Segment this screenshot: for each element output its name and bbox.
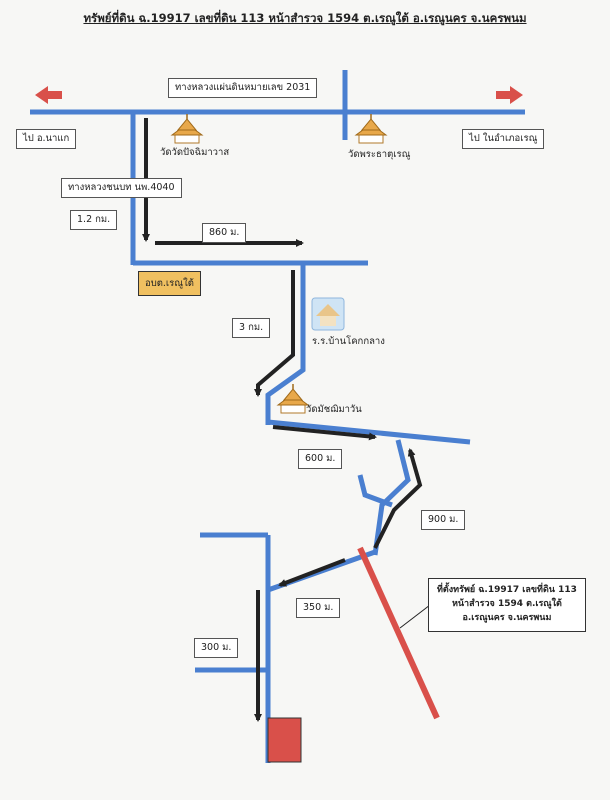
rural-road-label: ทางหลวงชนบท นพ.4040 xyxy=(61,178,182,198)
temple-icon xyxy=(276,384,310,414)
temple-icon xyxy=(170,114,204,144)
to-na-kae-label: ไป อ.นาแก xyxy=(16,129,77,149)
arrow-right-icon xyxy=(496,86,523,104)
school-label: ร.ร.บ้านโคกกลาง xyxy=(312,336,385,347)
wat-pacchim-label: วัดวัดปัจฉิมาวาส xyxy=(160,147,230,158)
route-arrow-5 xyxy=(373,448,423,549)
property-label: ที่ตั้งทรัพย์ ฉ.19917 เลขที่ดิน 113 หน้า… xyxy=(428,578,586,632)
route-arrow-3 xyxy=(254,270,295,397)
route-arrow-4 xyxy=(272,425,377,441)
distance-2: 860 ม. xyxy=(202,223,247,243)
property-road xyxy=(357,546,440,720)
map-title: ทรัพย์ที่ดิน ฉ.19917 เลขที่ดิน 113 หน้าส… xyxy=(83,11,527,25)
property-line-2: หน้าสำรวจ 1594 ต.เรณูใต้ xyxy=(451,598,562,609)
highway-2031-label: ทางหลวงแผ่นดินหมายเลข 2031 xyxy=(168,78,318,98)
road-network xyxy=(30,70,525,763)
road-branch xyxy=(357,474,393,508)
distance-1: 1.2 กม. xyxy=(70,210,118,230)
school-icon xyxy=(311,297,345,331)
wat-machimawan-label: วัดมัชฌิมาวัน xyxy=(306,404,362,415)
property-plot xyxy=(267,717,302,763)
road-east xyxy=(267,419,471,445)
road-to-village xyxy=(265,263,306,425)
distance-3: 3 กม. xyxy=(232,318,271,338)
property-line-3: อ.เรณูนคร จ.นครพนม xyxy=(462,612,552,623)
property-line-1: ที่ตั้งทรัพย์ ฉ.19917 เลขที่ดิน 113 xyxy=(437,585,577,595)
distance-6: 350 ม. xyxy=(296,598,341,618)
to-renu-label: ไป ในอำเภอเรณู xyxy=(462,129,545,149)
office-label: อบต.เรณูใต้ xyxy=(138,271,201,296)
road-south-east xyxy=(372,439,411,556)
distance-4: 600 ม. xyxy=(298,449,343,469)
distance-5: 900 ม. xyxy=(421,510,466,530)
route-arrow-6 xyxy=(278,558,346,587)
leader-line xyxy=(399,604,431,629)
wat-phrathat-label: วัดพระธาตุเรณู xyxy=(348,149,411,160)
temple-icon xyxy=(354,114,388,144)
arrow-left-icon xyxy=(35,86,62,104)
distance-7: 300 ม. xyxy=(194,638,239,658)
route-arrows xyxy=(142,118,431,722)
